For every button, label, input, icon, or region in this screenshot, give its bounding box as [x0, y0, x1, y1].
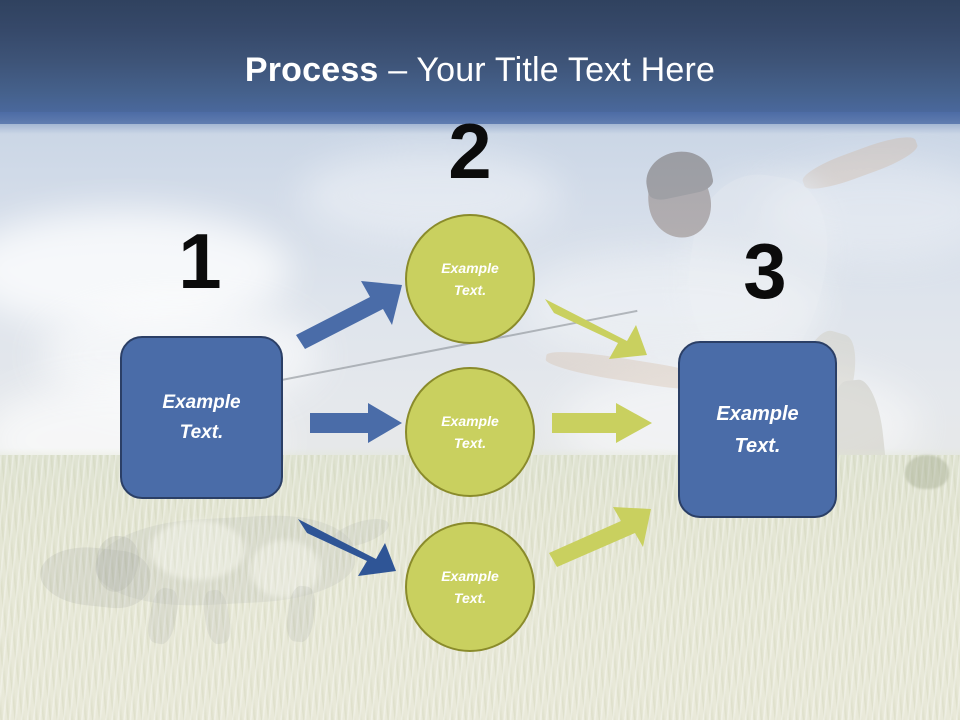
cloud-shape [760, 160, 960, 260]
arrow-circle2-to-box3 [552, 403, 652, 443]
stage-two-circle-2[interactable]: Example Text. [405, 367, 535, 497]
arrow-box1-to-circle1 [296, 279, 404, 351]
stage-two-circle-3-line1: Example [441, 568, 499, 584]
dog-patch [250, 540, 320, 598]
stage-two-circle-2-line2: Text. [453, 435, 487, 451]
stage-three-box-line1: Example [716, 402, 799, 425]
stage-two-circle-1-line2: Text. [453, 282, 487, 298]
stage-two-circle-3[interactable]: Example Text. [405, 522, 535, 652]
stage-three-box-label: Example Text. [716, 398, 798, 462]
stage-two-circle-3-label: Example Text. [441, 565, 499, 609]
stage-one-box-label: Example Text. [162, 388, 240, 448]
stage-three-box-line2: Text. [734, 434, 781, 457]
cloud-shape [300, 150, 560, 240]
step-number-2: 2 [448, 107, 492, 195]
tree-shape [905, 455, 949, 489]
stage-two-circle-1[interactable]: Example Text. [405, 214, 535, 344]
arrow-box1-to-circle2 [310, 403, 402, 443]
page-title: Process – Your Title Text Here [0, 50, 960, 90]
arrow-box1-to-circle3 [298, 505, 406, 577]
stage-two-circle-1-line1: Example [441, 260, 499, 276]
stage-two-circle-2-label: Example Text. [441, 410, 499, 454]
stage-three-box[interactable]: Example Text. [678, 341, 837, 518]
stage-one-box-line2: Text. [179, 421, 224, 443]
page-title-bold: Process [244, 51, 379, 89]
stage-one-box[interactable]: Example Text. [120, 336, 283, 499]
dog-patch [150, 520, 245, 580]
stage-one-box-line1: Example [162, 391, 241, 413]
stage-two-circle-2-line1: Example [441, 413, 499, 429]
title-band-fade [0, 112, 960, 134]
title-band [0, 0, 960, 124]
stage-two-circle-1-label: Example Text. [441, 257, 499, 301]
step-number-3: 3 [743, 227, 787, 315]
page-title-rest: – Your Title Text Here [378, 51, 716, 89]
stage-two-circle-3-line2: Text. [453, 590, 487, 606]
arrow-circle1-to-box3 [545, 289, 657, 361]
step-number-1: 1 [178, 217, 222, 305]
arrow-circle3-to-box3 [549, 505, 653, 567]
